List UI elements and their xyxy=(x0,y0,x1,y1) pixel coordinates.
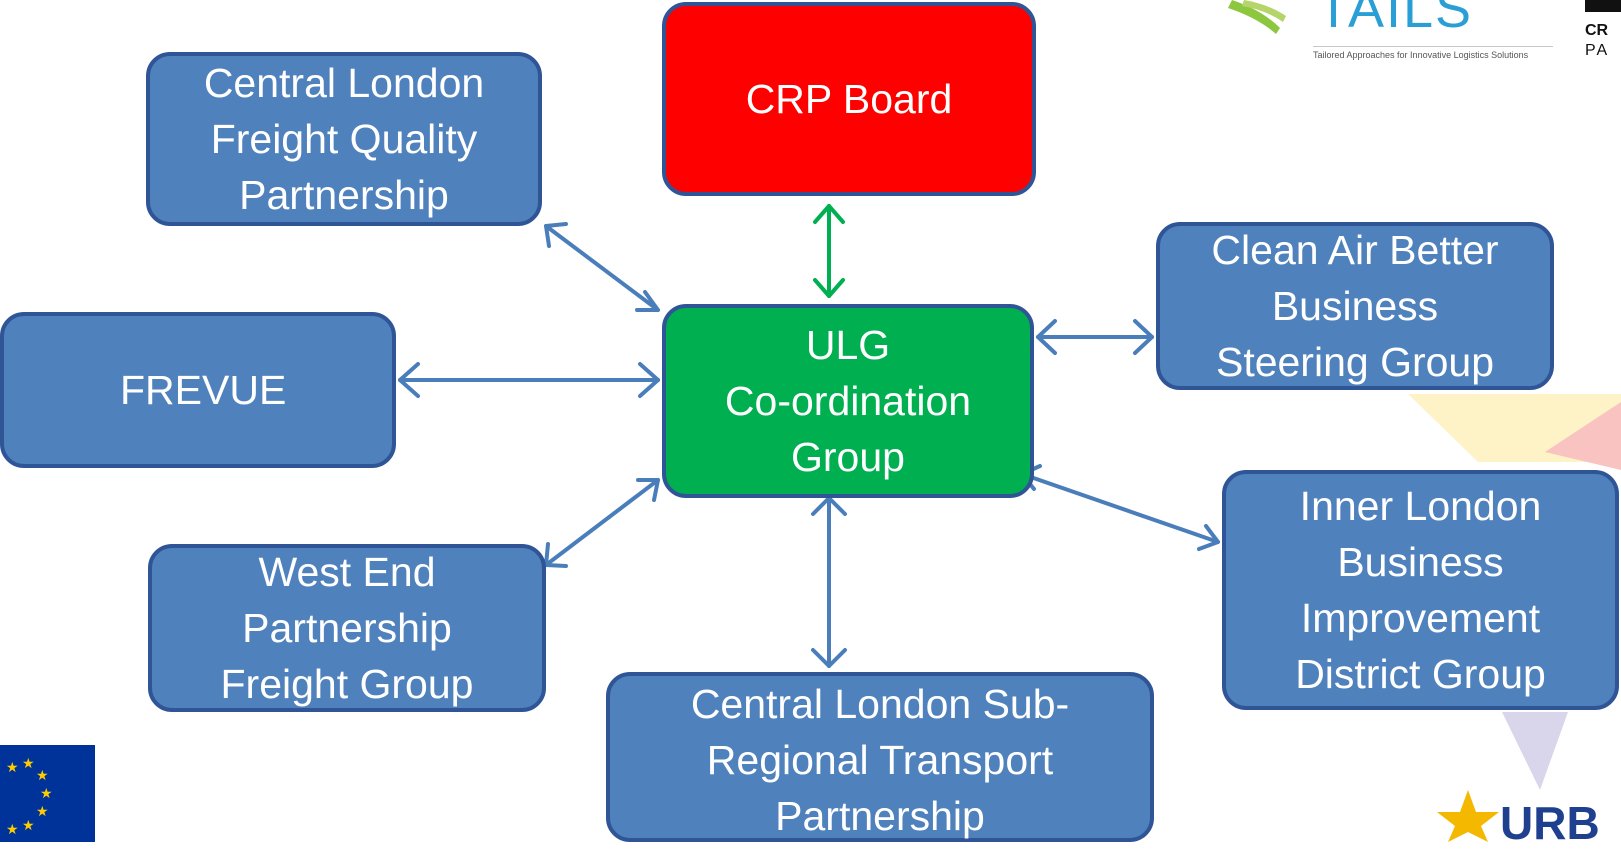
connector-ilbidg-ulg xyxy=(1020,472,1220,544)
svg-text:★: ★ xyxy=(6,822,19,838)
tails-logo-tagline: Tailored Approaches for Innovative Logis… xyxy=(1313,50,1529,60)
tails-logo-underline xyxy=(1313,46,1553,47)
svg-text:★: ★ xyxy=(36,768,49,784)
arrowhead xyxy=(638,362,660,398)
node-label: Partnership xyxy=(775,793,985,839)
node-label: ULG xyxy=(805,322,891,368)
svg-text:★: ★ xyxy=(36,804,49,820)
arrowhead xyxy=(1197,524,1220,551)
urbact-wedge-red xyxy=(1545,402,1621,470)
node-label: CRP Board xyxy=(745,76,953,122)
urbact-star-icon xyxy=(1437,790,1499,842)
arrowhead xyxy=(813,278,845,298)
node-west-end-partnership: West End Partnership Freight Group xyxy=(148,544,546,712)
node-inner-london-bid-group: Inner London Business Improvement Distri… xyxy=(1222,470,1619,710)
node-label: Co-ordination xyxy=(724,378,972,424)
arrowhead xyxy=(636,478,660,502)
node-ulg-coordination-group: ULG Co-ordination Group xyxy=(662,304,1034,498)
arrowhead xyxy=(811,648,847,668)
node-label: Business xyxy=(1337,539,1504,585)
node-clean-air-better-business: Clean Air Better Business Steering Group xyxy=(1156,222,1554,390)
arrowhead xyxy=(811,496,847,516)
node-label: Clean Air Better xyxy=(1211,227,1499,273)
node-label: Partnership xyxy=(239,172,449,218)
node-central-london-srtp: Central London Sub- Regional Transport P… xyxy=(606,672,1154,842)
urbact-wedge-purple xyxy=(1502,712,1568,790)
node-label: District Group xyxy=(1295,651,1546,697)
arrowhead xyxy=(1036,319,1057,355)
cross-river-logo-mark xyxy=(1585,0,1621,12)
node-label: Central London xyxy=(203,60,485,106)
eu-flag-icon xyxy=(0,745,95,842)
arrowhead xyxy=(1133,319,1154,355)
arrowhead xyxy=(544,222,568,248)
node-label: West End xyxy=(258,549,436,595)
urbact-logo-text: URB xyxy=(1500,797,1600,849)
node-label: Business xyxy=(1271,283,1439,329)
arrowhead xyxy=(813,204,845,224)
node-crp-board: CRP Board xyxy=(662,2,1036,196)
eu-flag-stars: ★ ★ ★ ★ ★ ★ ★ xyxy=(6,756,53,838)
node-label: FREVUE xyxy=(120,367,287,413)
svg-text:★: ★ xyxy=(22,756,35,772)
node-label: Regional Transport xyxy=(706,737,1054,783)
cross-river-logo-text: CR xyxy=(1585,22,1609,39)
connector-clfqp-ulg xyxy=(544,224,660,312)
cross-river-logo-text: PA xyxy=(1585,42,1610,59)
tails-logo-name: TAILS xyxy=(1317,0,1474,39)
svg-text:★: ★ xyxy=(40,786,53,802)
node-frevue: FREVUE xyxy=(0,312,396,468)
node-label: Steering Group xyxy=(1215,339,1495,385)
node-label: Inner London xyxy=(1299,483,1542,529)
node-label: Group xyxy=(791,434,905,480)
node-label: Partnership xyxy=(242,605,452,651)
node-label: Freight Quality xyxy=(210,116,478,162)
node-label: Freight Group xyxy=(220,661,474,707)
node-central-london-fqp: Central London Freight Quality Partnersh… xyxy=(146,52,542,226)
svg-text:★: ★ xyxy=(22,818,35,834)
arrowhead xyxy=(544,542,568,568)
arrowhead xyxy=(635,290,660,312)
svg-text:★: ★ xyxy=(6,760,19,776)
node-label: Improvement xyxy=(1300,595,1541,641)
node-label: Central London Sub- xyxy=(690,681,1070,727)
connector-weppfg-ulg xyxy=(544,478,660,567)
tails-logo-mark xyxy=(1228,0,1286,34)
arrowhead xyxy=(398,362,420,398)
